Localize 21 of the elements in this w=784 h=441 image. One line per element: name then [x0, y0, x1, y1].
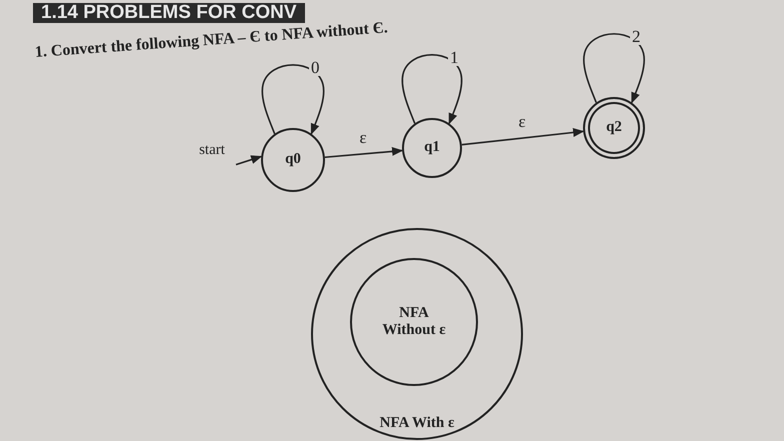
state-circle	[261, 128, 325, 192]
set-label: NFA With ε	[380, 414, 454, 432]
state-circle	[402, 118, 462, 178]
set-circle	[311, 228, 523, 440]
transition-label: 0	[309, 59, 322, 76]
transition-arrow	[324, 146, 404, 158]
state-label: q2	[606, 119, 622, 137]
transition-arrow	[236, 155, 262, 166]
self-loop-arrow	[402, 54, 462, 124]
start-label: start	[188, 140, 236, 162]
state-label: q1	[424, 139, 440, 157]
transition-arrow	[462, 128, 584, 146]
self-loop-arrow	[583, 33, 645, 104]
set-circle	[350, 258, 478, 386]
set-label: NFA Without ε	[381, 304, 447, 340]
state-label: q0	[285, 151, 301, 169]
self-loop-arrow	[262, 64, 324, 135]
transition-label: 1	[448, 49, 460, 66]
state-circle	[583, 97, 645, 159]
transition-label: 2	[630, 28, 642, 45]
section-heading: 1.14 PROBLEMS FOR CONV	[33, 3, 304, 23]
